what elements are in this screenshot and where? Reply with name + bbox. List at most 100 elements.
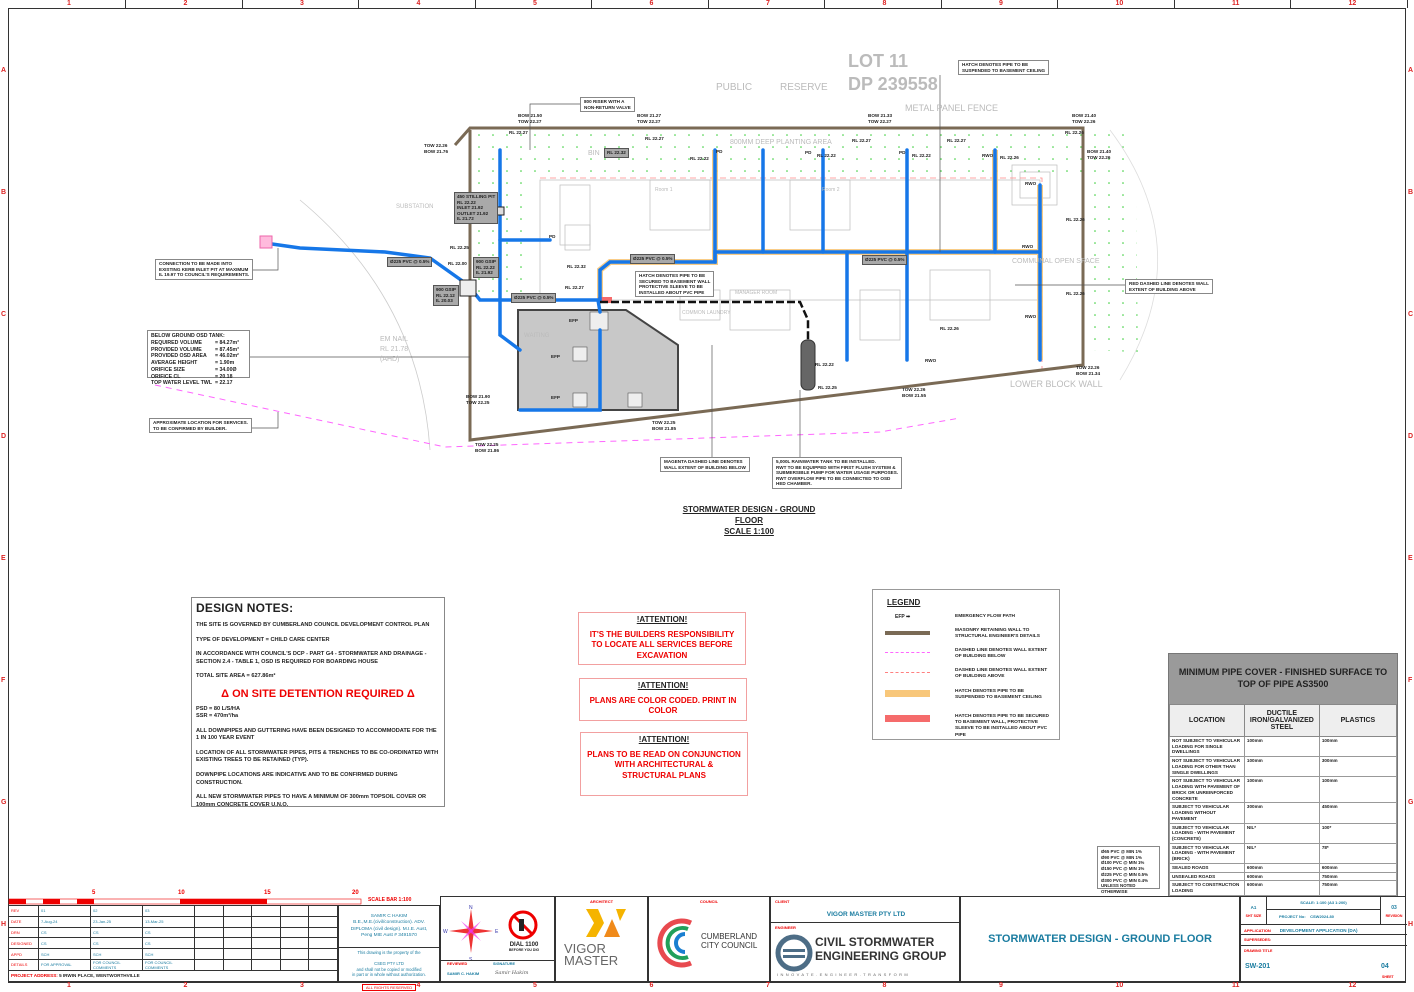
grid-column-label: 2 — [183, 982, 188, 989]
vigor-master-logo-icon — [586, 909, 626, 937]
revision-cell: SCH — [142, 948, 195, 960]
osd-required-banner: Δ ON SITE DETENTION REQUIRED Δ — [221, 687, 415, 700]
pvc-grade-line: Ø225 PVC @ MIN 0.5% — [1101, 871, 1148, 877]
grid-column-label: 10 — [1115, 0, 1124, 7]
pvc-grade-line: Ø100 PVC @ MIN 1% — [1101, 860, 1145, 866]
attention-box-color: !ATTENTION! PLANS ARE COLOR CODED. PRINT… — [579, 678, 747, 721]
table-cell: SUBJECT TO CONSTRUCTION LOADING — [1169, 880, 1245, 896]
cumberland-logo-icon — [657, 918, 693, 968]
osd-tank-row: ORIFICE CL= 20.18 — [151, 374, 246, 381]
supersedes: SUPERSEDES: — [1241, 935, 1407, 946]
pit-marker: PD — [549, 234, 556, 239]
pit-marker: RWO — [1022, 244, 1034, 249]
grid-divider — [241, 0, 243, 8]
cseg-logo-icon — [775, 934, 813, 972]
plan-background-label: Room 1 — [655, 187, 673, 193]
grid-divider — [1173, 0, 1175, 8]
table-cell: SUBJECT TO VEHICULAR LOADING WITHOUT PAV… — [1169, 802, 1245, 824]
osd-tank-area — [517, 309, 679, 411]
grid-column-label: 5 — [533, 0, 537, 7]
revision-cell — [194, 958, 224, 971]
north-arrow-icon: N E S W — [443, 905, 499, 963]
revision-cell: CS — [38, 937, 91, 950]
plan-background-label: 800MM DEEP PLANTING AREA — [730, 139, 832, 146]
sheet-title-panel: STORMWATER DESIGN - GROUND FLOOR — [960, 896, 1240, 982]
grid-divider — [1057, 0, 1058, 8]
plan-background-label: EM NAIL — [380, 336, 409, 343]
table-cell: 450mm — [1318, 802, 1398, 824]
level-label: TOW 22.26 BOW 21.55 — [902, 387, 926, 398]
revision-cell — [194, 948, 224, 960]
table-cell: 100mm — [1243, 735, 1320, 758]
osd-label: PROVIDED OSD AREA — [151, 353, 207, 360]
osd-tank-heading: BELOW GROUND OSD TANK: — [151, 333, 225, 339]
plan-background-label: COMMUNAL OPEN SPACE — [1012, 258, 1100, 265]
osd-label: PROVIDED VOLUME — [151, 346, 202, 353]
revision-cell — [279, 958, 310, 971]
revision-key: REV — [8, 905, 39, 917]
revision-cell — [194, 915, 224, 928]
revision-cell — [222, 958, 253, 971]
engineer-credentials-text: SAMIR C HAKIM B.E.,M.E.(civil/constructi… — [350, 914, 428, 938]
table-cell: NOT SUBJECT TO VEHICULAR LOADING WITH PA… — [1169, 776, 1245, 804]
revision-cell: CS — [90, 937, 143, 950]
pipe-cover-table: MINIMUM PIPE COVER - FINISHED SURFACE TO… — [1168, 653, 1398, 897]
level-label: RL 22.22 — [817, 153, 836, 158]
callout-note: 800 RISER WITH A NON-RETURN VALVE — [580, 97, 635, 112]
pit-marker: PD — [899, 150, 906, 155]
grid-row-label: E — [1408, 555, 1413, 562]
pit-marker: EFP — [569, 318, 578, 323]
grid-column-label: 6 — [649, 0, 654, 7]
plan-background-label: LOT 11 — [848, 51, 909, 71]
grid-column-label: 6 — [649, 982, 654, 989]
grid-column-label: 3 — [300, 982, 304, 989]
revision-cell: FOR APPROVAL — [38, 958, 91, 971]
revision-cell — [222, 926, 253, 939]
grid-row-label: B — [1408, 189, 1414, 196]
pit-marker: RWO — [1025, 181, 1037, 186]
scale-tick: 15 — [264, 890, 271, 896]
revision-cell: 02 — [90, 905, 143, 917]
column-header: DUCTILE IRON/GALVANIZED STEEL — [1243, 704, 1320, 737]
osd-label: ORIFICE CL — [151, 373, 181, 380]
attention-body: PLANS ARE COLOR CODED. PRINT IN COLOR — [589, 696, 737, 716]
revision-cell: CS — [90, 926, 143, 939]
note: SSR = 470m³/ha — [196, 713, 239, 720]
table-cell: SUBJECT TO VEHICULAR LOADING - WITH PAVE… — [1169, 822, 1245, 844]
sheet-label: SHEET — [1382, 975, 1394, 979]
grid-divider — [125, 0, 126, 8]
rainwater-tank — [800, 339, 816, 391]
table-cell: 100mm — [1318, 735, 1398, 758]
legend-item: HATCH DENOTES PIPE TO BE SECURED TO BASE… — [873, 714, 1059, 738]
osd-tank-summary: BELOW GROUND OSD TANK: REQUIRED VOLUME= … — [147, 330, 250, 386]
note: ALL DOWNPIPES AND GUTTERING HAVE BEEN DE… — [196, 727, 437, 742]
legend-swatch — [885, 715, 930, 722]
revision-key: DETAILS — [8, 958, 39, 971]
plan-background-label: BIN — [588, 150, 600, 157]
osd-value: = 87.45m³ — [215, 346, 239, 353]
pvc-grade-line: Ø65 PVC @ MIN 1% — [1101, 849, 1142, 854]
retaining-wall-north — [453, 126, 1085, 150]
level-label: RL 22.27 — [565, 285, 584, 290]
level-label: BOW 21.33 TOW 22.27 — [868, 113, 892, 124]
osd-tank-row: TOP WATER LEVEL TWL= 22.17 — [151, 380, 246, 387]
note: IN ACCORDANCE WITH COUNCIL'S DCP - PART … — [196, 651, 427, 665]
grid-row-label: C — [1408, 311, 1414, 318]
legend-item: EFP ➡EMERGENCY FLOW PATH — [873, 614, 1059, 632]
pvc-grade-line: UNLESS NOTED OTHERWISE — [1101, 883, 1136, 895]
table-row: SUBJECT TO VEHICULAR LOADING WITHOUT PAV… — [1169, 802, 1398, 824]
plan-background-label: (AHD) — [380, 356, 400, 363]
legend-swatch — [885, 631, 930, 635]
note: TYPE OF DEVELOPMENT = CHILD CARE CENTER — [196, 636, 330, 643]
revision-cell: 7-Aug-24 — [38, 915, 91, 928]
level-label: RL 22.27 — [852, 138, 871, 143]
table-cell: SUBJECT TO VEHICULAR LOADING - WITH PAVE… — [1169, 842, 1245, 864]
